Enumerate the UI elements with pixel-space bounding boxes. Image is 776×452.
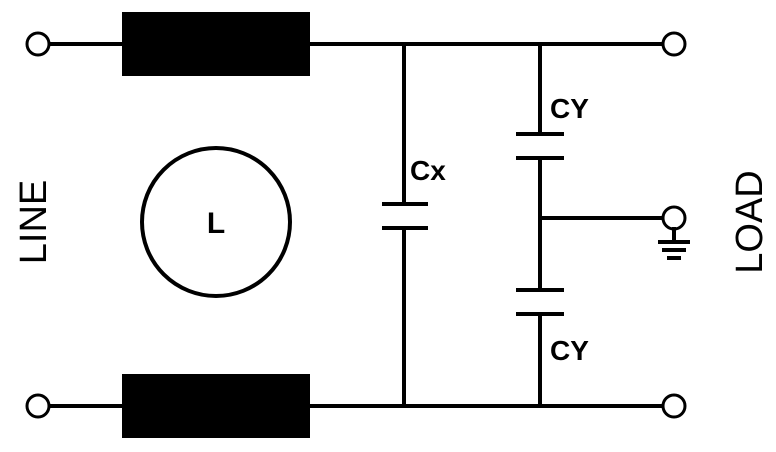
ground-terminal: [661, 205, 687, 231]
cx-label: Cx: [410, 155, 446, 186]
load-side-label: LOAD: [729, 170, 771, 273]
center-symbol-label: L: [207, 207, 225, 240]
line-terminal-top: [25, 31, 51, 57]
top-inductor: [122, 12, 310, 76]
center-circle-symbol: [140, 146, 292, 298]
cy-top-label: CY: [550, 93, 589, 124]
load-terminal-bottom: [661, 393, 687, 419]
load-terminal-top: [661, 31, 687, 57]
ground-icon: [658, 227, 690, 260]
line-side-label: LINE: [13, 180, 55, 264]
line-terminal-bottom: [25, 393, 51, 419]
cy-bottom-label: CY: [550, 335, 589, 366]
bottom-inductor: [122, 374, 310, 438]
